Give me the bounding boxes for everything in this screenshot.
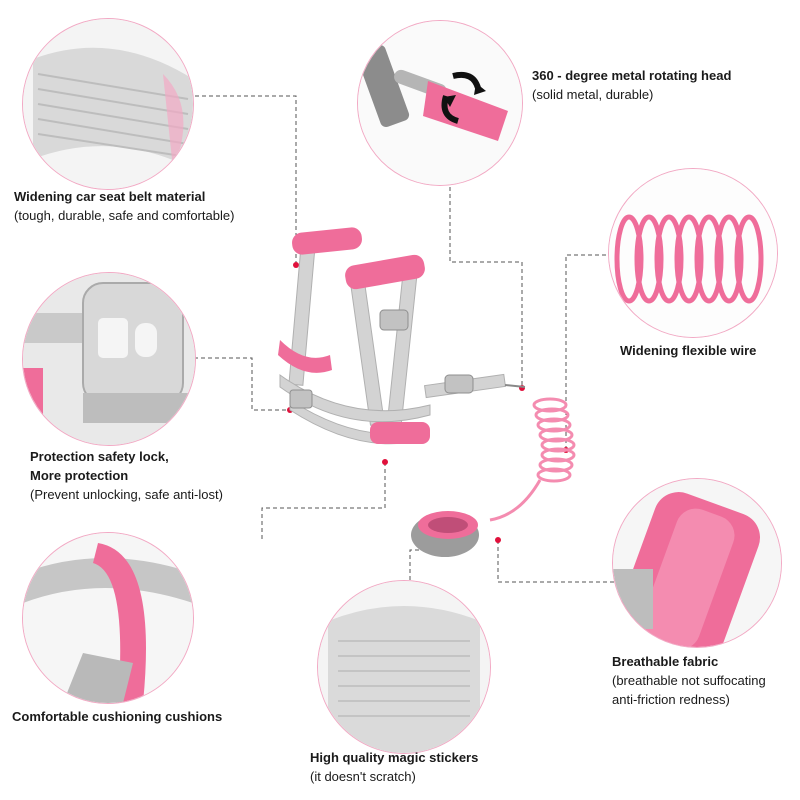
magic-stickers-photo xyxy=(317,580,491,754)
connector-cushion xyxy=(261,462,386,540)
breathable-fabric-image xyxy=(613,479,781,647)
label-velcro: High quality magic stickers (it doesn't … xyxy=(310,748,478,786)
label-wire-title: Widening flexible wire xyxy=(620,343,757,358)
dot-fabric xyxy=(495,537,501,543)
label-belt-title: Widening car seat belt material xyxy=(14,189,206,204)
belt-material-photo xyxy=(22,18,194,190)
connector-head xyxy=(449,180,523,388)
dot-belt xyxy=(293,262,299,268)
safety-lock-image xyxy=(23,273,195,445)
label-fabric-desc2: anti-friction redness) xyxy=(612,692,730,707)
connector-fabric xyxy=(497,540,616,583)
label-fabric-title: Breathable fabric xyxy=(612,654,719,669)
label-lock: Protection safety lock, More protection … xyxy=(30,447,223,504)
flexible-wire-image xyxy=(609,169,777,337)
breathable-fabric-photo xyxy=(612,478,782,648)
label-head: 360 - degree metal rotating head (solid … xyxy=(532,66,731,104)
label-velcro-title: High quality magic stickers xyxy=(310,750,479,765)
label-wire: Widening flexible wire xyxy=(620,341,756,360)
connector-belt xyxy=(188,95,297,265)
label-belt-desc: (tough, durable, safe and comfortable) xyxy=(14,208,235,223)
harness-product-image xyxy=(278,227,576,557)
rotating-head-photo xyxy=(357,20,523,186)
label-cushion: Comfortable cushioning cushions xyxy=(12,707,222,726)
dot-cushion xyxy=(382,459,388,465)
rotating-head-image xyxy=(358,21,522,185)
label-fabric-desc: (breathable not suffocating xyxy=(612,673,766,688)
safety-lock-photo xyxy=(22,272,196,446)
label-head-title: 360 - degree metal rotating head xyxy=(532,68,732,83)
magic-stickers-image xyxy=(318,581,490,753)
label-cushion-title: Comfortable cushioning cushions xyxy=(12,709,223,724)
label-fabric: Breathable fabric (breathable not suffoc… xyxy=(612,652,766,709)
cushion-photo xyxy=(22,532,194,704)
label-lock-title: Protection safety lock, xyxy=(30,449,169,464)
label-belt: Widening car seat belt material (tough, … xyxy=(14,187,234,225)
label-lock-title2: More protection xyxy=(30,468,129,483)
connector-wire xyxy=(565,254,620,450)
belt-material-image xyxy=(23,19,193,189)
flexible-wire-photo xyxy=(608,168,778,338)
connector-lock xyxy=(180,357,290,411)
label-head-desc: (solid metal, durable) xyxy=(532,87,654,102)
label-velcro-desc: (it doesn't scratch) xyxy=(310,769,416,784)
cushion-image xyxy=(23,533,193,703)
label-lock-desc: (Prevent unlocking, safe anti-lost) xyxy=(30,487,223,502)
